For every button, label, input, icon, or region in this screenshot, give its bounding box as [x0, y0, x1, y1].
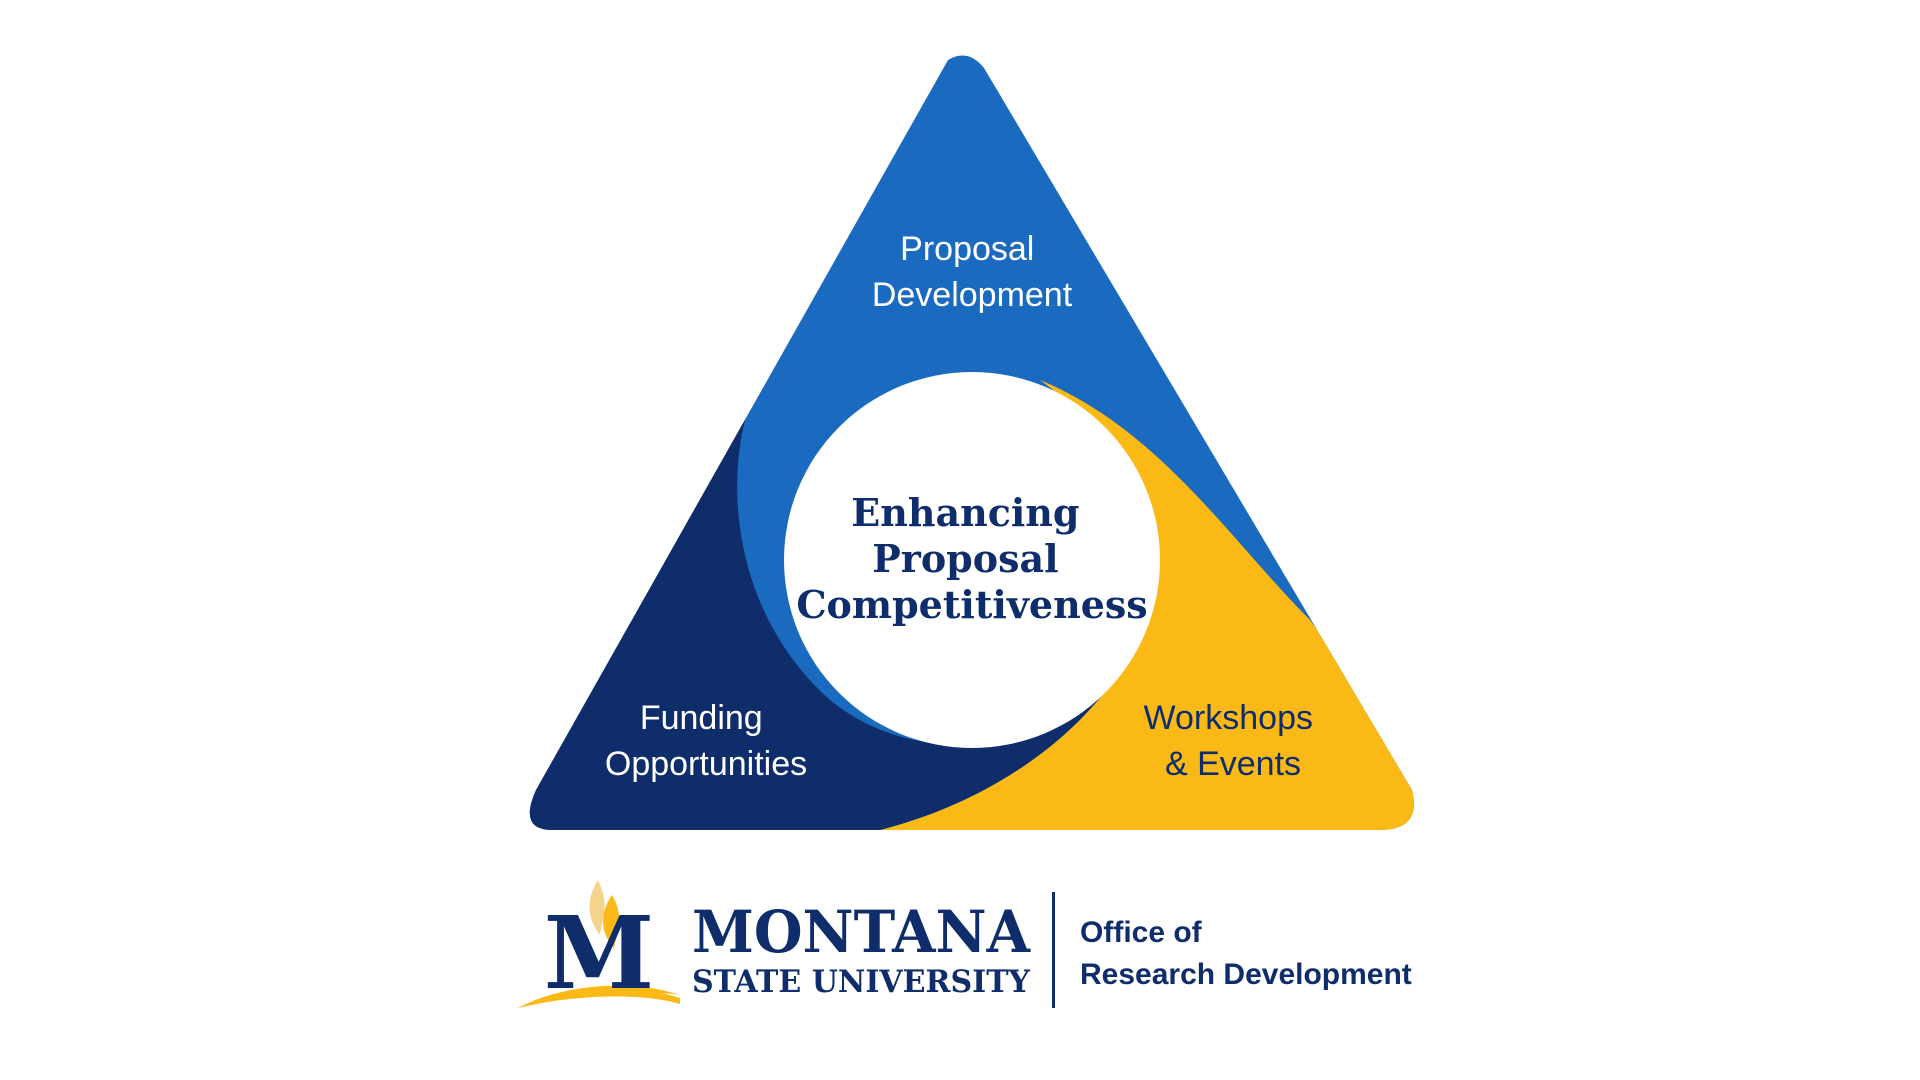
center-label: Enhancing Proposal Competitiveness	[796, 490, 1147, 627]
label-funding-opportunities: Funding Opportunities	[605, 699, 807, 783]
logo-wordmark-state-university: STATE UNIVERSITY	[692, 964, 1031, 1000]
label-proposal-development: Proposal Development	[872, 230, 1073, 314]
center-circle	[784, 372, 1160, 748]
logo-wordmark-montana: MONTANA	[692, 898, 1031, 966]
flame-icon	[589, 880, 620, 948]
label-workshops-events: Workshops & Events	[1144, 699, 1323, 783]
office-name: Office of Research Development	[1080, 916, 1412, 991]
segment-workshops-events	[880, 380, 1414, 830]
msu-logo: M MONTANA STATE UNIVERSITY	[518, 880, 1031, 1012]
logo-monogram: M	[544, 894, 655, 1012]
logo-divider	[1052, 892, 1055, 1008]
